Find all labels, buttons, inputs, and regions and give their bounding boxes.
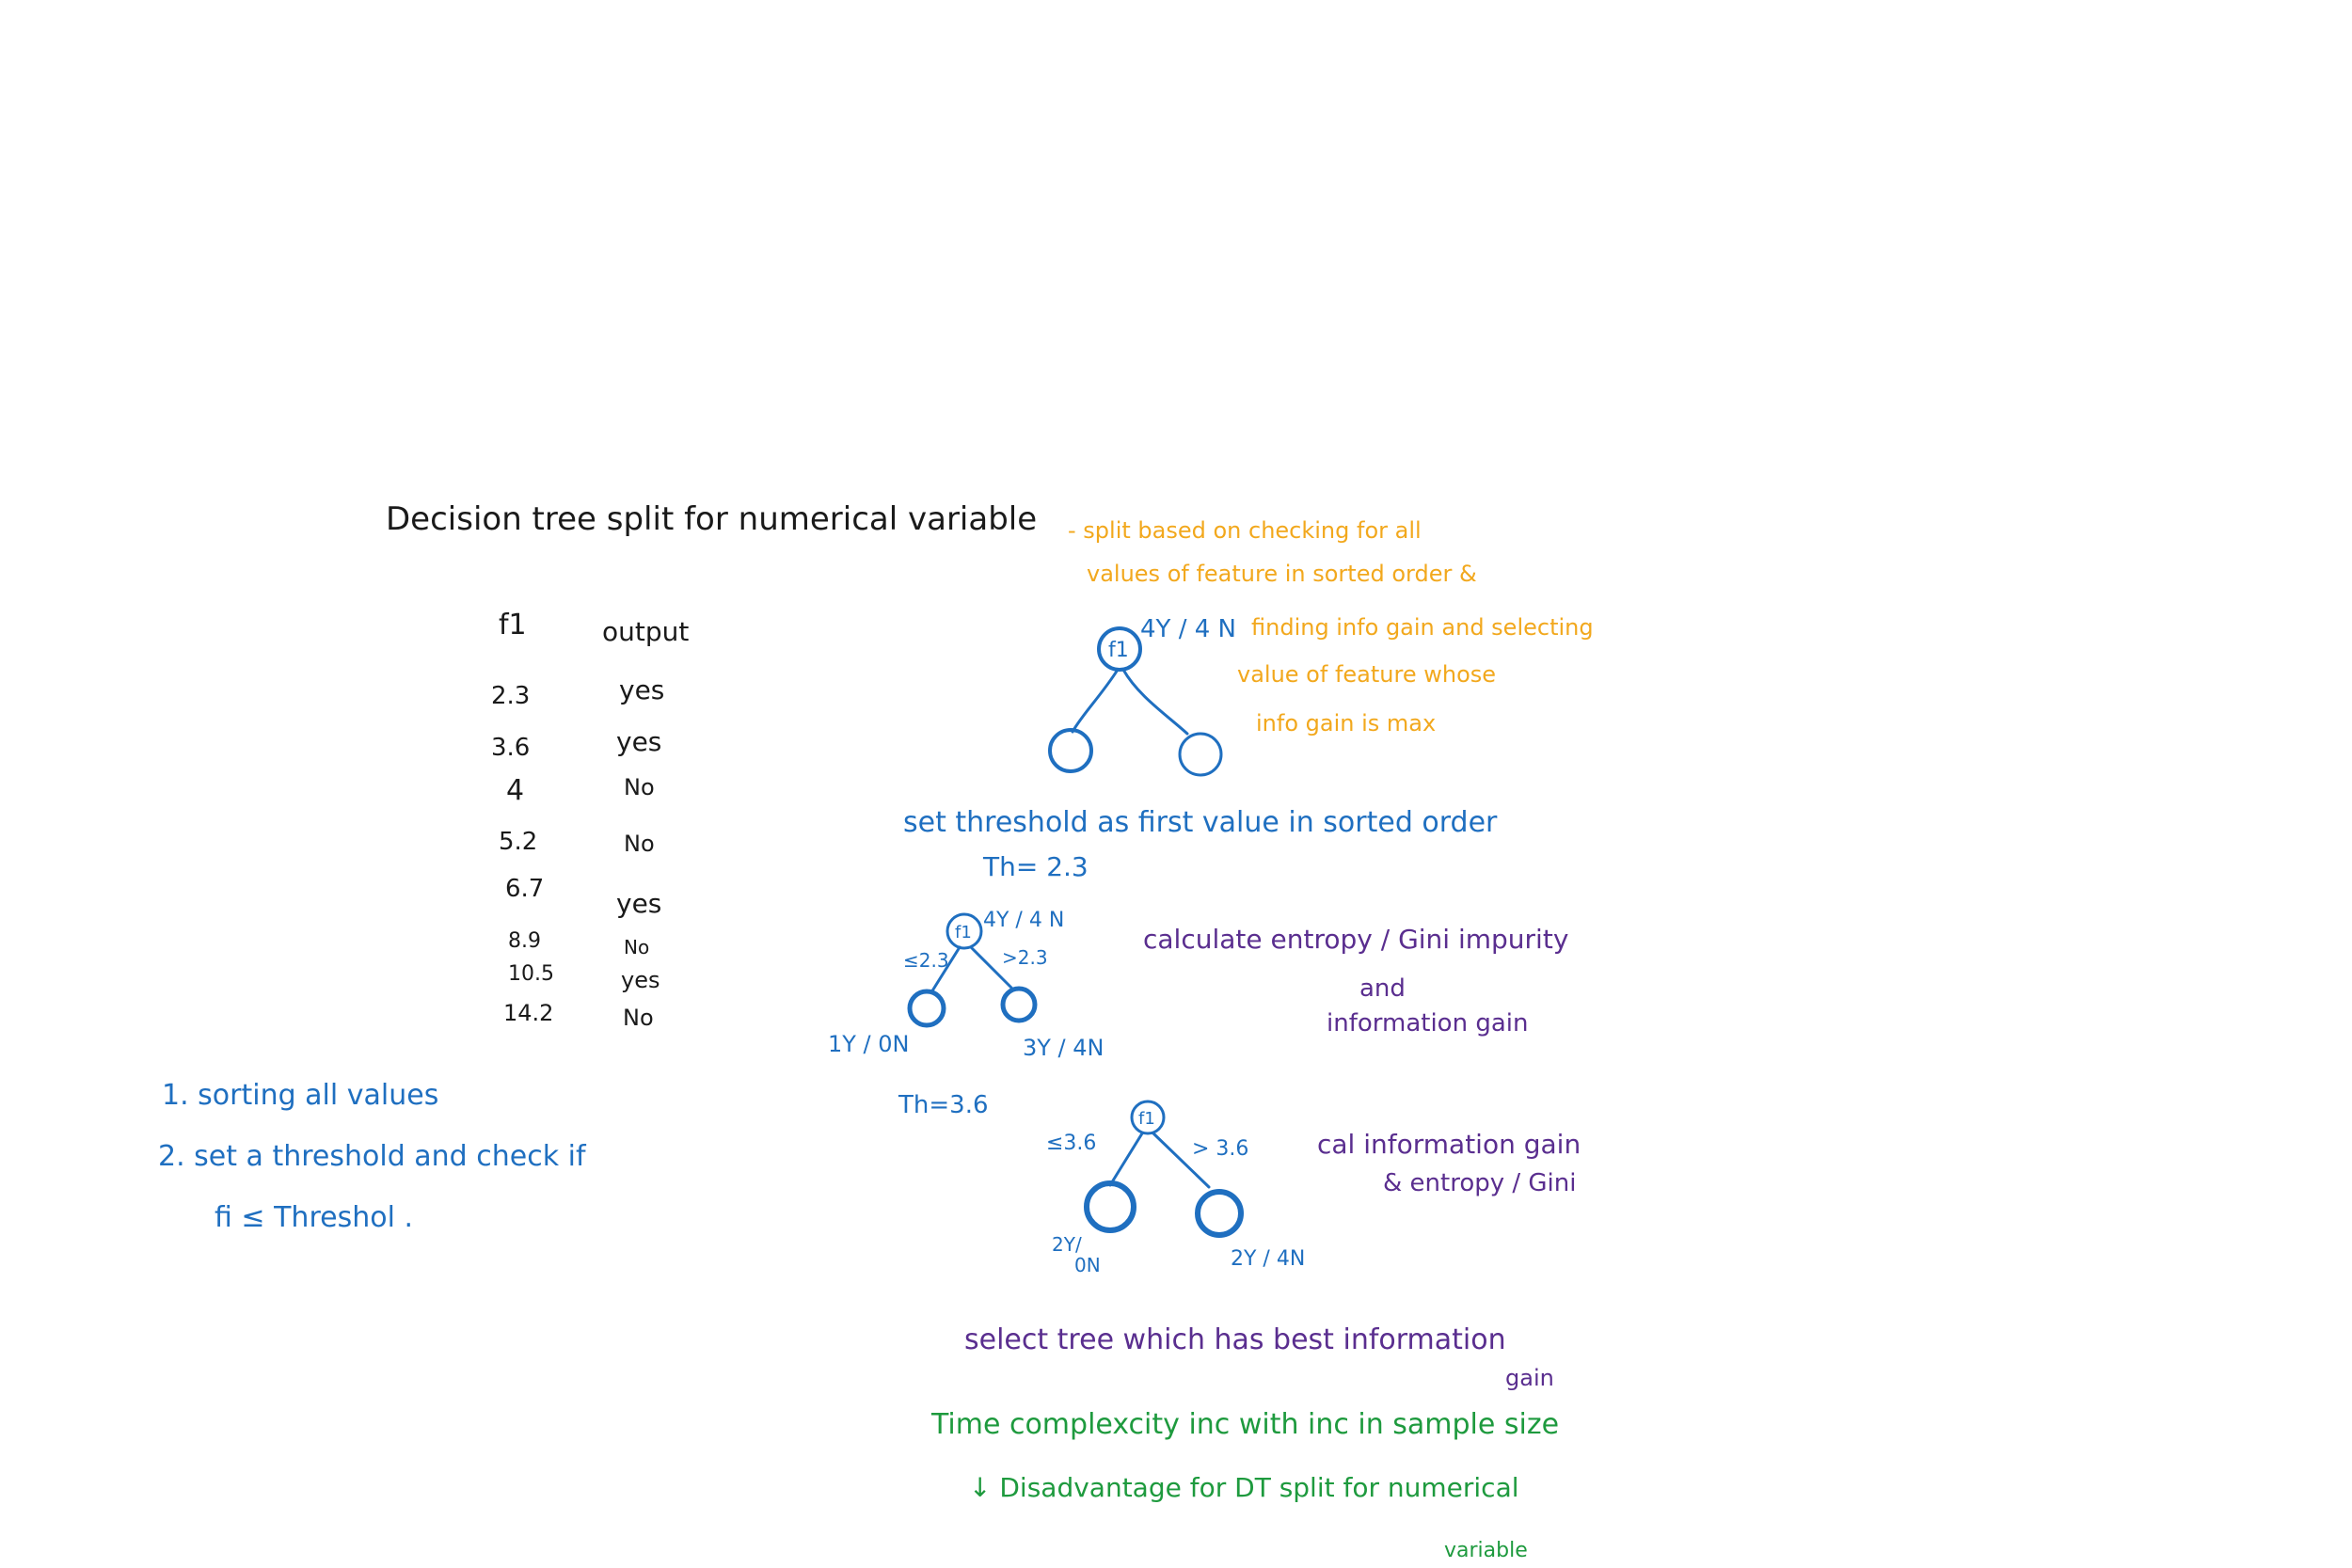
tree-3-right-leaf-label: 2Y / 4N	[1231, 1247, 1305, 1271]
table-header-f1: f1	[499, 609, 527, 641]
tree-2-root-text: f1	[955, 923, 972, 942]
orange-note-line: value of feature whose	[1237, 661, 1497, 688]
tree-3-left-branch	[1108, 1132, 1144, 1187]
orange-note-line: - split based on checking for all	[1068, 517, 1422, 544]
cal-note-line: cal information gain	[1317, 1129, 1581, 1160]
table-cell-f1: 10.5	[508, 962, 554, 986]
table-cell-f1: 6.7	[505, 875, 545, 903]
tree-1-root-label: 4Y / 4 N	[1140, 615, 1236, 643]
tree-3-right-edge: > 3.6	[1192, 1137, 1248, 1161]
table-cell-output: yes	[616, 726, 662, 757]
table-cell-f1: 4	[506, 774, 525, 807]
select-note-line: select tree which has best information	[964, 1323, 1506, 1356]
tree-2-right-leaf	[1000, 986, 1038, 1023]
tree-3-root-node	[1130, 1100, 1166, 1135]
table-cell-f1: 8.9	[508, 929, 541, 953]
tree-2-left-leaf	[907, 989, 946, 1028]
tree-3-left-edge: ≤3.6	[1046, 1132, 1096, 1155]
tree-2-root-label: 4Y / 4 N	[983, 909, 1064, 932]
table-cell-output: yes	[621, 967, 660, 993]
tree-3-left-leaf-label: 0N	[1074, 1254, 1101, 1276]
tree-1-left-branch	[1071, 668, 1120, 734]
table-header-output: output	[602, 616, 690, 647]
calc-note-line: calculate entropy / Gini impurity	[1143, 924, 1569, 955]
step-line: 2. set a threshold and check if	[158, 1140, 586, 1173]
tree-1-left-leaf	[1048, 728, 1093, 773]
orange-note-line: values of feature in sorted order &	[1087, 561, 1477, 587]
table-cell-f1: 2.3	[491, 682, 531, 710]
tree-2-left-leaf-label: 1Y / 0N	[828, 1031, 910, 1057]
table-cell-f1: 5.2	[499, 828, 538, 856]
table-cell-output: No	[624, 774, 655, 800]
table-cell-f1: 3.6	[491, 734, 531, 762]
tree-1-right-leaf	[1178, 732, 1223, 777]
threshold-note: set threshold as first value in sorted o…	[903, 806, 1498, 839]
green-note-line: ↓ Disadvantage for DT split for numerica…	[969, 1472, 1519, 1503]
table-cell-f1: 14.2	[503, 1000, 554, 1026]
table-cell-output: No	[624, 831, 655, 857]
table-cell-output: yes	[616, 888, 662, 919]
tree-3-right-leaf	[1195, 1189, 1244, 1238]
tree-2-left-branch	[930, 945, 961, 994]
green-note-line: variable	[1444, 1539, 1528, 1562]
calc-note-line: information gain	[1327, 1009, 1529, 1037]
tree-1-root-text: f1	[1108, 639, 1129, 662]
select-note-line: gain	[1505, 1365, 1554, 1391]
table-cell-output: No	[624, 936, 650, 958]
step-line: 1. sorting all values	[162, 1079, 439, 1112]
orange-note-line: finding info gain and selecting	[1251, 614, 1594, 641]
orange-note-line: info gain is max	[1256, 710, 1437, 736]
threshold-value-2: Th=3.6	[898, 1091, 989, 1119]
table-cell-output: No	[623, 1005, 654, 1031]
tree-1-root-node	[1097, 626, 1142, 672]
calc-note-line: and	[1359, 974, 1406, 1003]
tree-3-right-branch	[1152, 1132, 1211, 1189]
tree-3-root-text: f1	[1138, 1109, 1155, 1129]
tree-2-right-branch	[969, 945, 1013, 990]
tree-1-right-branch	[1121, 668, 1189, 736]
green-note-line: Time complexcity inc with inc in sample …	[931, 1408, 1560, 1441]
tree-3-left-leaf	[1084, 1180, 1136, 1233]
page-title: Decision tree split for numerical variab…	[386, 500, 1038, 538]
tree-2-right-leaf-label: 3Y / 4N	[1023, 1035, 1104, 1061]
tree-2-root-node	[946, 912, 983, 950]
tree-2-left-edge: ≤2.3	[903, 949, 949, 972]
threshold-value-1: Th= 2.3	[983, 851, 1089, 882]
cal-note-line: & entropy / Gini	[1383, 1169, 1577, 1197]
tree-3-left-leaf-label: 2Y/	[1052, 1233, 1082, 1256]
table-cell-output: yes	[619, 674, 665, 705]
step-line: fi ≤ Threshol .	[215, 1201, 413, 1234]
tree-2-right-edge: >2.3	[1002, 946, 1048, 969]
